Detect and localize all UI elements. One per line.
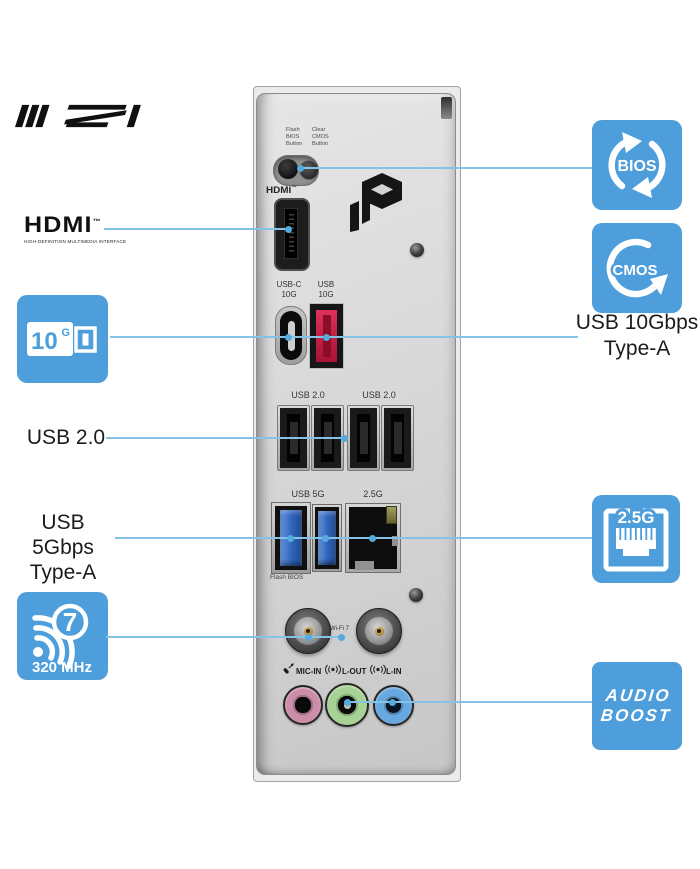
bios-refresh-icon: BIOS [608, 132, 666, 198]
svg-text:10: 10 [31, 328, 58, 355]
audio-boost-badge-icon: AUDIO BOOST [592, 662, 682, 750]
dot-usba10 [322, 333, 330, 341]
line-in-label: L-IN [386, 667, 402, 676]
usb-stick-icon: 10 G [27, 322, 97, 356]
usb20-label-right: USB 2.0 [362, 390, 396, 400]
line-usb5g-lan [115, 537, 592, 539]
dot-lout [343, 698, 351, 706]
mic-in-jack [283, 685, 323, 725]
hdmi-tm: ™ [92, 218, 102, 226]
clear-cmos-button-label: Clear CMOS Button [312, 127, 329, 147]
line-usb10g [110, 336, 578, 338]
usb2-port-3 [347, 405, 380, 471]
dot-usb5g-2 [321, 534, 329, 542]
usb-5gbps-line2: Type-A [29, 561, 97, 584]
dot-usbc [284, 333, 292, 341]
line-in-icon [370, 664, 386, 675]
hdmi-logo-subtitle: HIGH-DEFINITION MULTIMEDIA INTERFACE [24, 239, 127, 244]
line-usb20 [106, 437, 345, 439]
hdmi-logo: HDMI™ HIGH-DEFINITION MULTIMEDIA INTERFA… [24, 212, 126, 244]
hdmi-slot [284, 208, 298, 259]
usb-10gbps-callout-label: USB 10Gbps Type-A [567, 310, 700, 362]
screw-bottom [409, 588, 423, 602]
dot-hdmi [284, 225, 292, 233]
msi-p-cube-logo [350, 173, 402, 232]
usb2-port-4 [381, 405, 414, 471]
svg-text:BIOS: BIOS [617, 158, 656, 175]
lan-led [386, 506, 397, 524]
usb-10g-badge-icon: 10 G [17, 295, 108, 383]
flash-bios-button-label: Flash BIOS Button [286, 127, 303, 147]
flash-bios-port-label: Flash BIOS [270, 574, 304, 581]
mic-icon [283, 663, 294, 674]
usb5g-label: USB 5G [291, 489, 325, 499]
wifi-antenna-connector-1 [285, 608, 331, 654]
audio-boost-text: AUDIO BOOST [599, 686, 673, 725]
usb-2-0-callout-label: USB 2.0 [26, 426, 106, 449]
svg-text:320 MHz: 320 MHz [32, 659, 92, 676]
wifi7-badge-icon: 7 320 MHz [17, 592, 108, 680]
svg-text:G: G [62, 327, 71, 339]
lan-label: 2.5G [363, 489, 383, 499]
usb-10gbps-line1: USB 10Gbps [575, 311, 699, 334]
mic-in-label: MIC-IN [296, 667, 322, 676]
dot-antenna [304, 633, 312, 641]
lan-badge-icon: 2.5G [592, 495, 680, 583]
line-in-jack [373, 685, 414, 726]
dot-lan [368, 534, 376, 542]
hdmi-port [274, 198, 310, 271]
dot-usb5g-1 [286, 534, 294, 542]
line-out-icon [325, 664, 341, 675]
svg-text:7: 7 [63, 607, 77, 637]
line-audio [347, 701, 592, 703]
screw-top [410, 243, 424, 257]
lan-clip-tab [355, 561, 374, 570]
cmos-reset-icon: CMOS [606, 238, 668, 298]
flash-bios-button [278, 159, 298, 179]
line-out-label: L-OUT [342, 667, 367, 676]
svg-text:CMOS: CMOS [613, 262, 658, 279]
lan-notch [392, 536, 398, 546]
usb-5gbps-callout-label: USB 5Gbps Type-A [8, 510, 118, 585]
hdmi-pins [289, 211, 294, 254]
svg-text:2.5G: 2.5G [618, 508, 655, 527]
hdmi-port-label: HDMI™ [266, 185, 297, 195]
dot-cmos-button [296, 164, 304, 172]
dot-usb20 [340, 434, 348, 442]
rj45-icon: 2.5G [603, 505, 669, 572]
msi-logo [15, 104, 141, 128]
hdmi-logo-word: HDMI™ [24, 212, 102, 237]
usb-10gbps-line2: Type-A [603, 337, 671, 360]
clear-cmos-badge-icon: CMOS [592, 223, 682, 313]
line-wifi [106, 636, 342, 638]
line-to-hdmi [104, 228, 289, 230]
flash-bios-badge-icon: BIOS [592, 120, 682, 210]
usb-5gbps-line1: USB 5Gbps [32, 511, 94, 559]
dot-wifi7 [337, 633, 345, 641]
wifi7-port-label: Wi-Fi 7 [330, 626, 349, 632]
shield-notch [441, 97, 452, 119]
usb20-label-left: USB 2.0 [291, 390, 325, 400]
wifi-antenna-connector-2 [356, 608, 402, 654]
line-to-bios [300, 167, 592, 169]
wifi-waves-icon: 7 320 MHz [32, 603, 92, 676]
dot-lin [388, 698, 396, 706]
